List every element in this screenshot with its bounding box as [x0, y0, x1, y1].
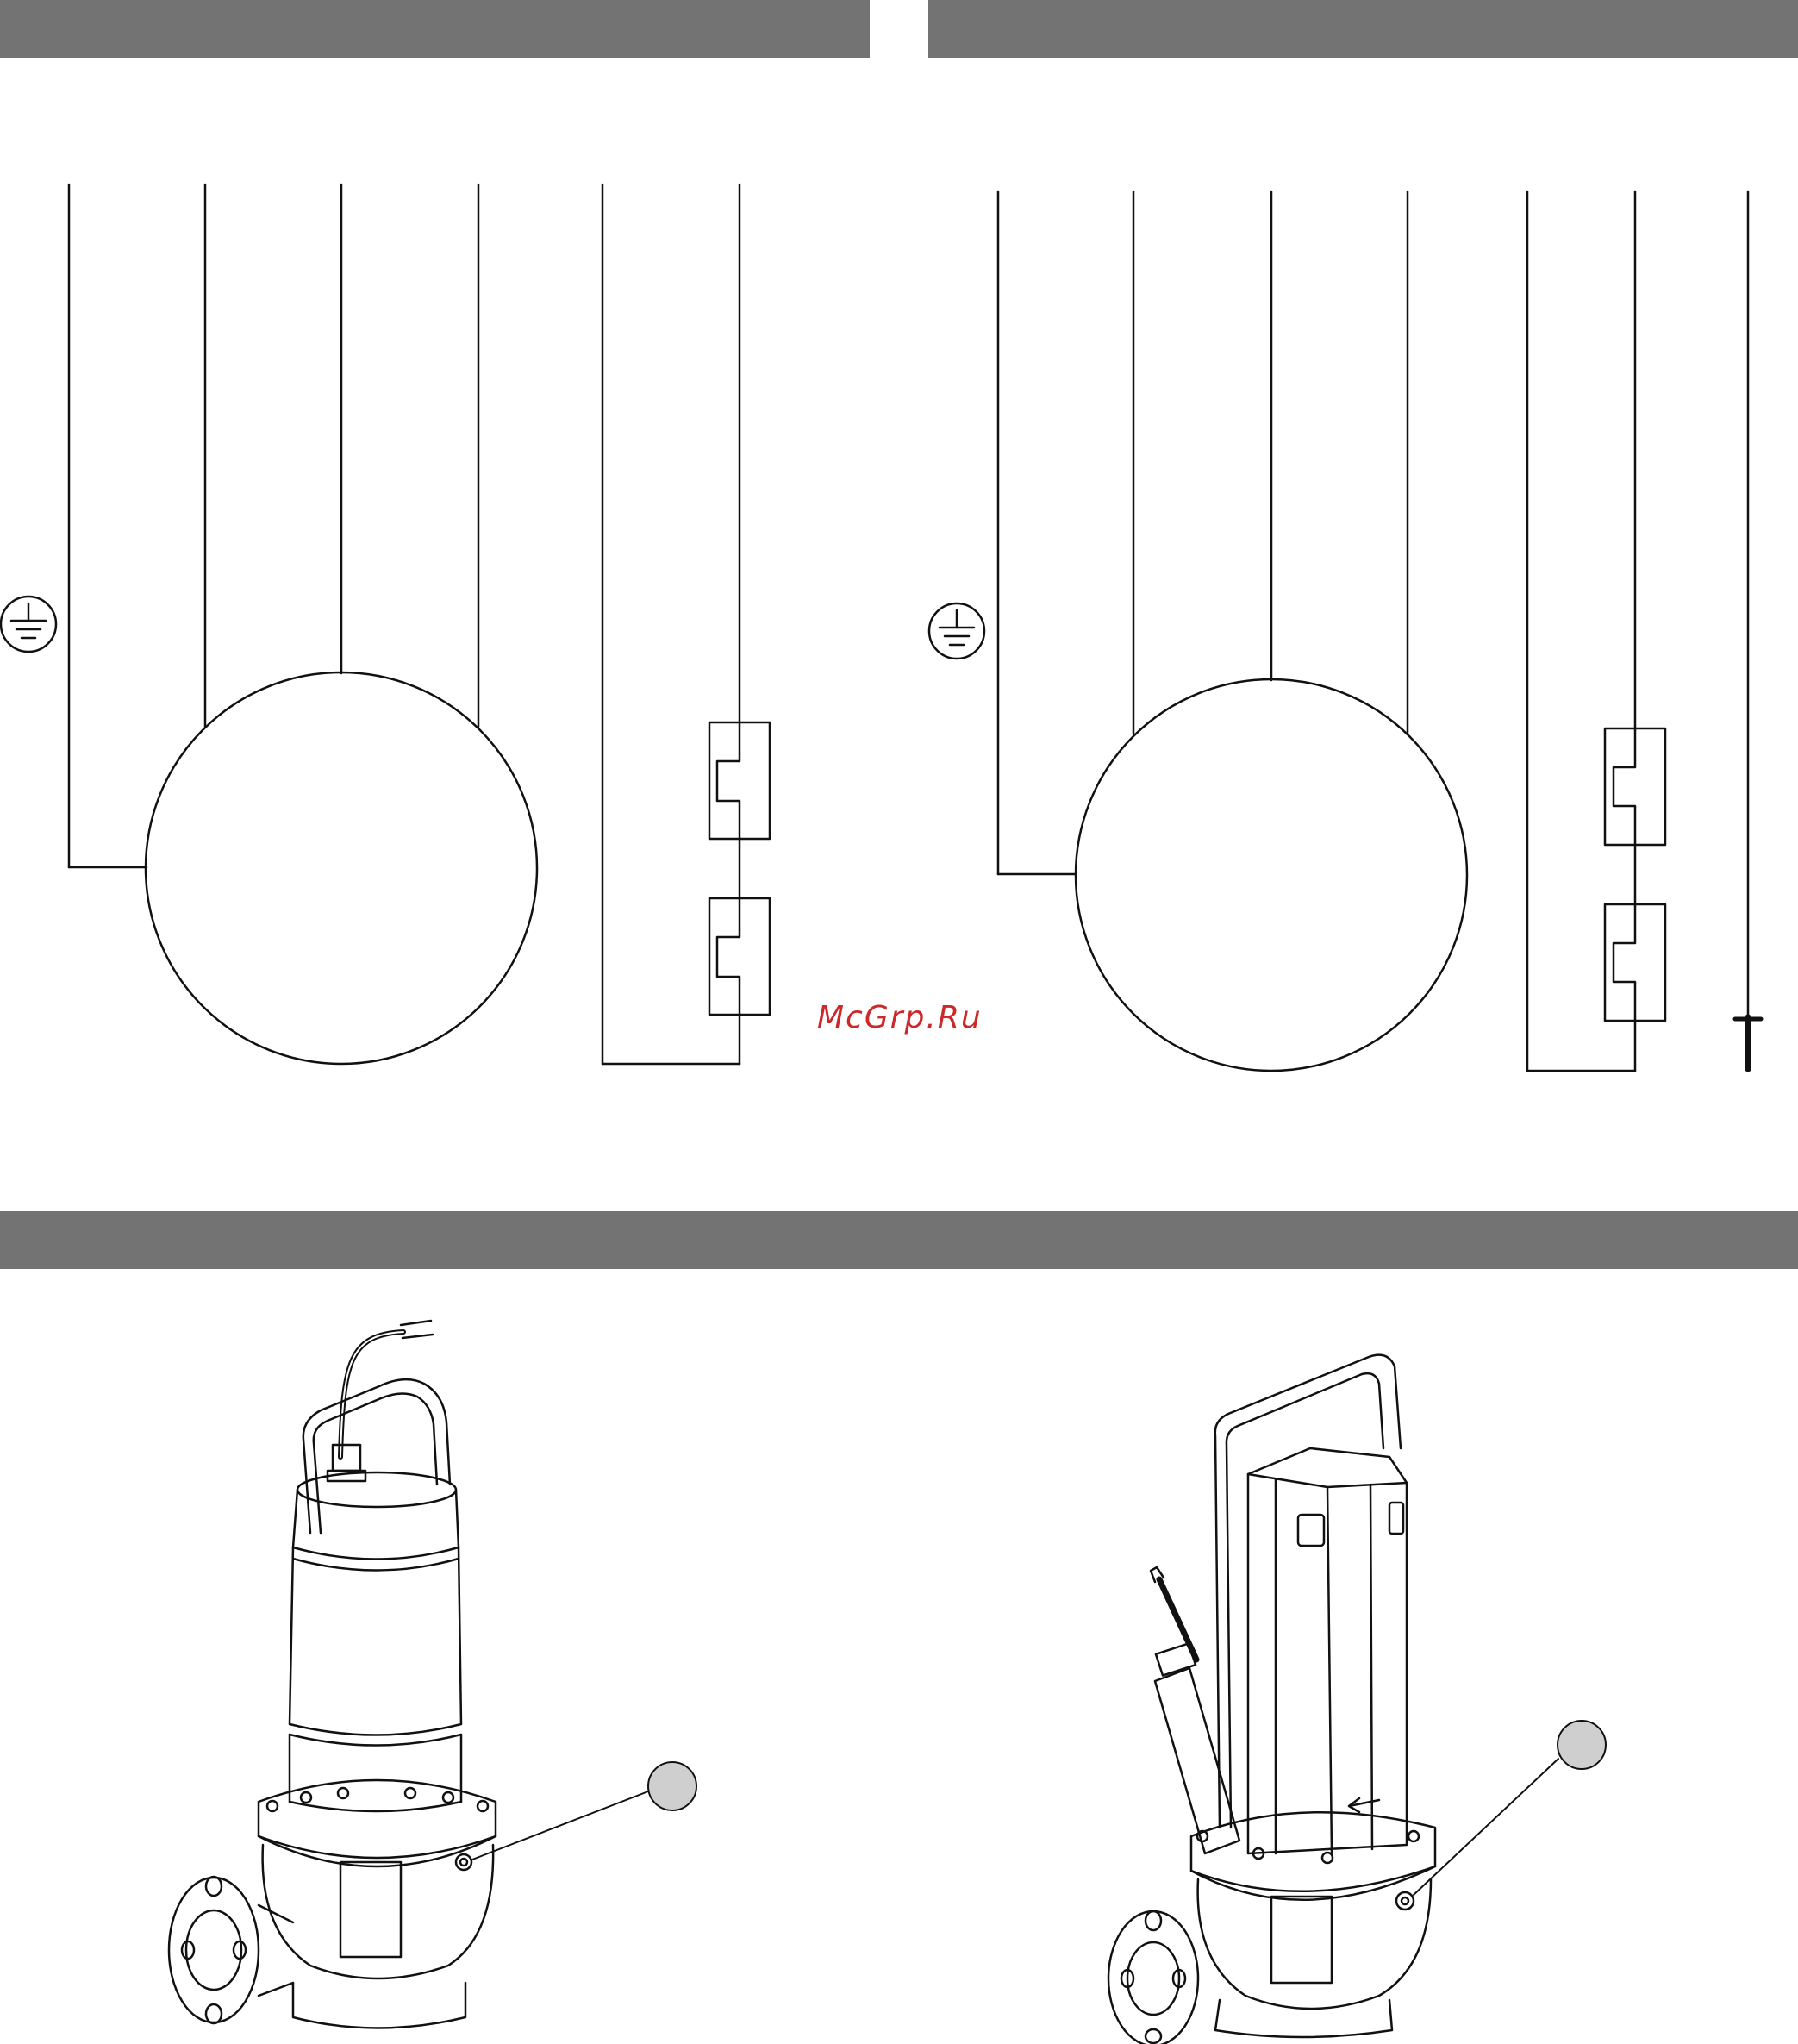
motor-housing — [290, 1547, 293, 1724]
motor-circle — [1076, 679, 1467, 1071]
pump-illustration-left — [169, 1321, 648, 2028]
thermal-switch-lower — [1605, 904, 1665, 1021]
motor-flange — [259, 1780, 496, 1858]
watermark: McGrp.Ru — [817, 1000, 983, 1035]
motor-circle — [146, 672, 537, 1064]
lifting-handle — [303, 1379, 450, 1533]
oil-plug — [456, 1854, 471, 1870]
probe-icon — [1735, 191, 1761, 1069]
pump-illustration-right — [1108, 1355, 1558, 2044]
pump-volute — [263, 1845, 494, 1978]
wiring-diagram-right — [929, 191, 1761, 1071]
callout-leader — [472, 1791, 648, 1860]
callout-marker-left — [648, 1762, 696, 1810]
oil-plug — [1396, 1892, 1414, 1910]
thermal-switch-upper — [1605, 728, 1665, 845]
thermal-switch-lower — [709, 898, 770, 1015]
wiring-diagram-left — [1, 184, 770, 1064]
cable-gland — [333, 1445, 360, 1471]
callout-marker-right — [1558, 1721, 1606, 1769]
earth-icon — [1, 597, 56, 652]
thermal-switch-upper — [709, 722, 770, 839]
motor-flange — [1191, 1812, 1435, 1891]
earth-icon — [929, 603, 984, 659]
